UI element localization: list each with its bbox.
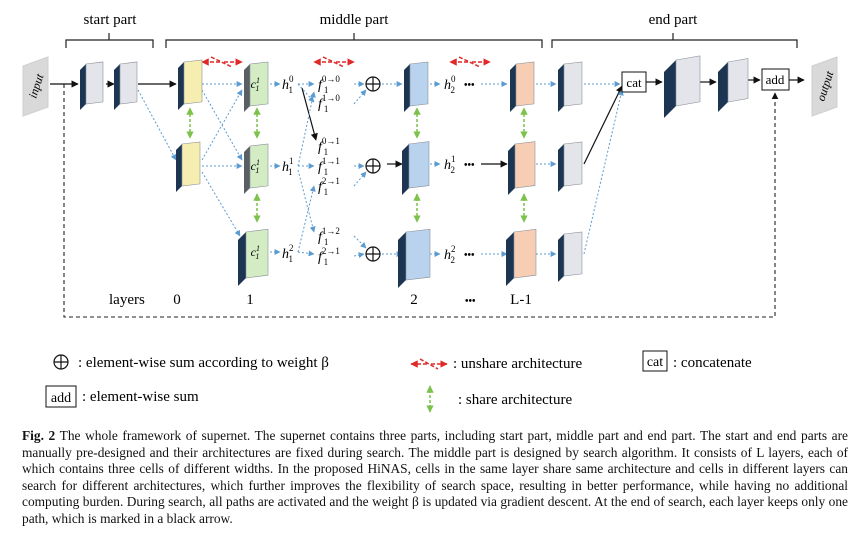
add-legend-box — [45, 385, 77, 408]
legend-share-text: : share architecture — [458, 392, 572, 408]
svg-text:cat: cat — [647, 355, 663, 370]
end-block — [664, 55, 701, 118]
add-box: add — [761, 68, 790, 91]
layer2-cell — [402, 141, 430, 195]
layer0-cell — [178, 59, 203, 110]
legend: : element-wise sum according to weight β… — [45, 350, 752, 413]
svg-text:add: add — [766, 72, 785, 87]
output-block: output — [811, 56, 838, 117]
layer1-cell — [244, 143, 269, 194]
layer-last-label: L-1 — [510, 292, 532, 308]
caption-label: Fig. 2 — [22, 428, 56, 443]
unshare-arrows — [201, 56, 491, 68]
layer-0-label: 0 — [173, 292, 181, 308]
supernet-diagram: start part middle part end part input ou… — [22, 12, 838, 413]
cat-box: cat — [621, 71, 647, 93]
sum-node — [365, 76, 381, 92]
end-block — [558, 141, 583, 192]
cat-legend-box — [642, 350, 668, 372]
start-part-bracket — [65, 33, 154, 48]
row-dots: ••• — [464, 80, 475, 91]
layerL-cell — [508, 141, 536, 195]
share-arrows — [186, 107, 528, 223]
selected-path-arrows — [50, 76, 805, 168]
end-part-label: end part — [649, 12, 699, 28]
legend-cat-text: : concatenate — [673, 355, 752, 371]
end-block — [558, 231, 583, 282]
end-block — [558, 61, 583, 112]
caption-text: The whole framework of supernet. The sup… — [22, 428, 848, 526]
candidate-path-arrows — [137, 81, 624, 259]
legend-add-text: : element-wise sum — [82, 389, 199, 405]
layer-2-label: 2 — [410, 292, 418, 308]
network-blocks — [80, 55, 749, 288]
figure-caption: Fig. 2 The whole framework of supernet. … — [22, 428, 848, 528]
sum-node — [365, 158, 381, 174]
middle-part-label: middle part — [320, 12, 390, 28]
start-part-label: start part — [84, 12, 138, 28]
middle-part-bracket — [165, 33, 543, 48]
sum-nodes — [365, 76, 381, 262]
layers-label: layers — [109, 292, 145, 308]
skip-connection — [63, 84, 776, 318]
layer-1-label: 1 — [246, 292, 254, 308]
layer2-cell — [398, 228, 431, 288]
layer1-cell — [244, 61, 269, 112]
unshare-legend-icon — [410, 358, 448, 370]
sum-legend-icon — [53, 354, 69, 370]
start-block — [80, 61, 104, 110]
input-block: input — [22, 56, 49, 117]
row-dots: ••• — [464, 250, 475, 261]
layer0-cell — [176, 141, 201, 192]
start-block — [114, 61, 138, 110]
layerL-cell — [506, 228, 537, 286]
svg-text:cat: cat — [626, 75, 642, 90]
svg-text:add: add — [51, 391, 71, 406]
end-block — [718, 58, 749, 112]
end-part-bracket — [551, 33, 798, 48]
sum-node — [365, 246, 381, 262]
layer-dots: ••• — [465, 296, 476, 307]
row-dots: ••• — [464, 160, 475, 171]
layer2-cell — [404, 61, 429, 112]
legend-sum-text: : element-wise sum according to weight β — [78, 355, 329, 371]
layer1-cell — [238, 228, 269, 286]
legend-unshare-text: : unshare architecture — [453, 356, 582, 372]
layerL-cell — [510, 61, 535, 112]
